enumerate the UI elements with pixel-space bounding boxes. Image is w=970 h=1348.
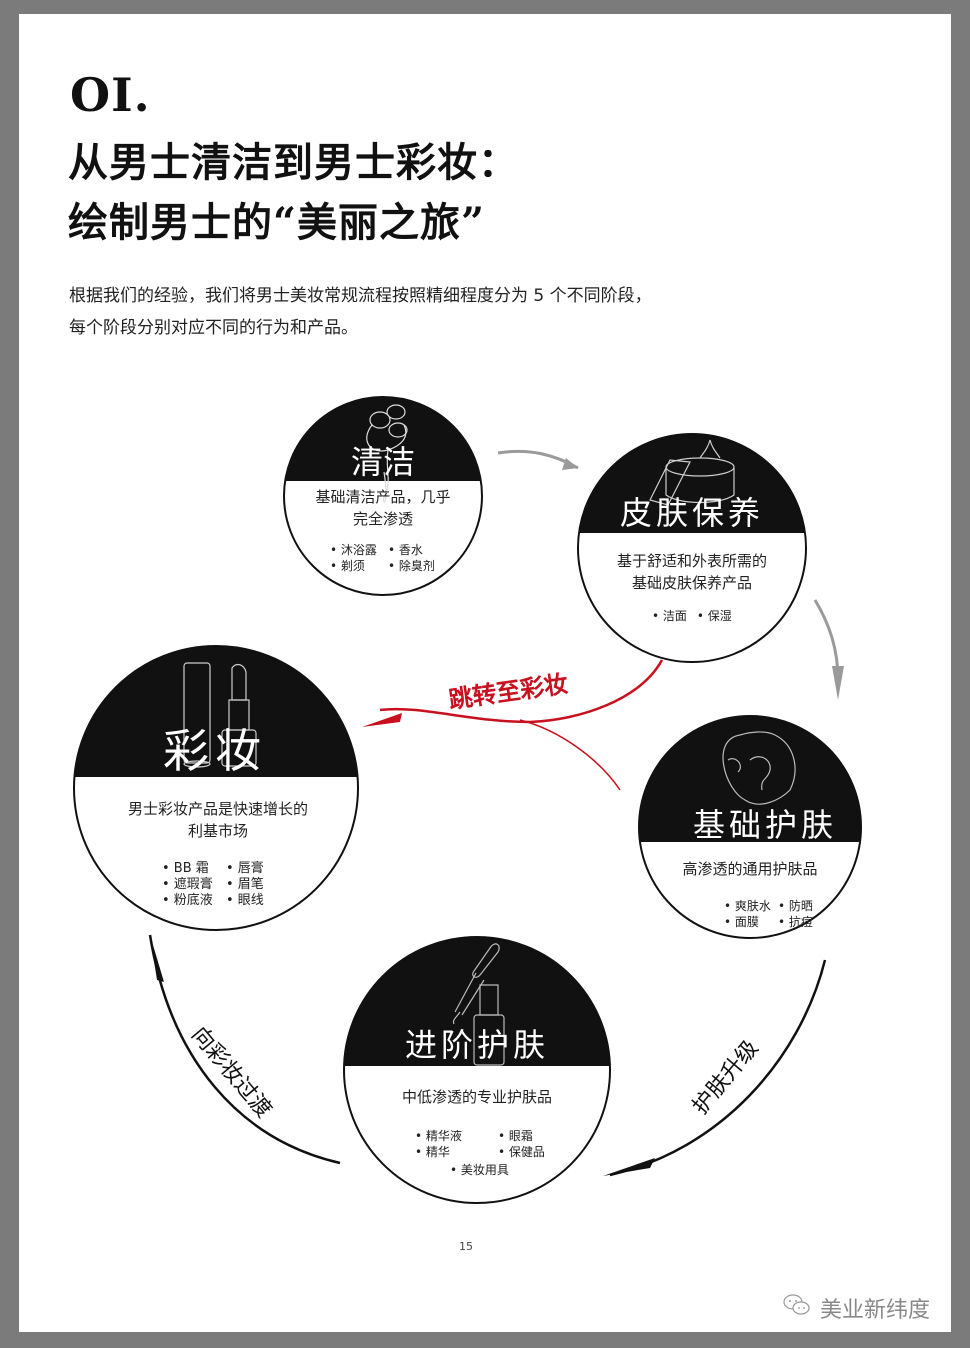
stage-bullets-basic-skincare-col2: • 防晒 • 抗痘 bbox=[778, 898, 813, 930]
arrow-basic-to-advanced bbox=[603, 959, 827, 1177]
stage-desc-makeup: 男士彩妆产品是快速增长的 利基市场 bbox=[106, 798, 330, 842]
intro-line2: 每个阶段分别对应不同的行为和产品。 bbox=[69, 318, 358, 338]
bullet-item: • 精华液 bbox=[415, 1129, 462, 1143]
wechat-icon bbox=[782, 1293, 812, 1323]
desc-line1: 男士彩妆产品是快速增长的 bbox=[127, 800, 308, 818]
desc-line1: 基于舒适和外表所需的 bbox=[616, 552, 767, 570]
bullet-item: • BB 霜 bbox=[162, 861, 209, 876]
dropper-bottle-icon bbox=[452, 943, 505, 1066]
stage-desc-cleansing: 基础清洁产品，几乎 完全渗透 bbox=[290, 486, 476, 530]
bullet-item: • 剃须 bbox=[330, 559, 365, 573]
desc-line1: 高渗透的通用护肤品 bbox=[682, 860, 818, 878]
watermark-text: 美业新纬度 bbox=[820, 1298, 931, 1323]
section-number: OI. bbox=[70, 68, 151, 122]
bullet-item: • 保湿 bbox=[696, 609, 732, 623]
stage-circle-skin-maintenance bbox=[577, 433, 807, 663]
lipstick-icon bbox=[183, 662, 257, 768]
desc-line2: 完全渗透 bbox=[352, 510, 413, 528]
arrow-maintenance-to-basic bbox=[813, 599, 844, 700]
stage-title-makeup: 彩妆 bbox=[163, 724, 267, 778]
desc-line1: 中低渗透的专业护肤品 bbox=[401, 1088, 552, 1106]
bullet-item: • 美妆用具 bbox=[450, 1163, 509, 1177]
bullet-item: • 眉笔 bbox=[226, 877, 264, 892]
stage-circle-makeup bbox=[73, 645, 359, 931]
page-title-line2: 绘制男士的“美丽之旅” bbox=[68, 199, 486, 246]
stage-bullets-cleansing: • 沐浴露 • 剃须 bbox=[330, 542, 377, 574]
stage-title-cleansing: 清洁 bbox=[350, 443, 415, 481]
stage-bullets-skin-maintenance: • 洁面 • 保湿 bbox=[652, 608, 732, 624]
bullet-item: • 保健品 bbox=[498, 1145, 545, 1159]
bullet-item: • 防晒 bbox=[778, 899, 813, 913]
face-mask-icon bbox=[722, 731, 796, 805]
shaver-icon bbox=[366, 404, 408, 503]
cream-jar-icon bbox=[649, 439, 735, 506]
bullet-item: • 沐浴露 bbox=[330, 543, 377, 557]
arrow-cleansing-to-maintenance bbox=[497, 449, 579, 470]
desc-line2: 基础皮肤保养产品 bbox=[631, 574, 752, 592]
bullet-item: • 唇膏 bbox=[226, 861, 264, 876]
bullet-item: • 眼线 bbox=[226, 893, 264, 908]
desc-line2: 利基市场 bbox=[187, 822, 248, 840]
stage-title-skin-maintenance: 皮肤保养 bbox=[619, 494, 764, 532]
intro-paragraph: 根据我们的经验，我们将男士美妆常规流程按照精细程度分为 5 个不同阶段， 每个阶… bbox=[69, 280, 652, 344]
bullet-item: • 精华 bbox=[415, 1145, 450, 1159]
stage-title-advanced-skincare: 进阶护肤 bbox=[404, 1026, 549, 1064]
stage-bullets-makeup: • BB 霜 • 遮瑕膏 • 粉底液 bbox=[162, 861, 213, 909]
bullet-item: • 面膜 bbox=[724, 915, 759, 929]
bullet-item: • 遮瑕膏 bbox=[162, 877, 213, 892]
arrow-skip-to-makeup bbox=[362, 659, 664, 791]
stage-title-basic-skincare: 基础护肤 bbox=[692, 806, 837, 844]
stage-bullets-makeup-col2: • 唇膏 • 眉笔 • 眼线 bbox=[226, 861, 264, 909]
bullet-item: • 抗痘 bbox=[778, 915, 813, 929]
stage-bullets-basic-skincare: • 爽肤水 • 面膜 bbox=[724, 898, 771, 930]
bullet-item: • 除臭剂 bbox=[388, 559, 435, 573]
bullet-item: • 洁面 bbox=[652, 609, 687, 623]
stage-bullets-advanced-skincare-col3: • 美妆用具 bbox=[450, 1162, 509, 1178]
stage-desc-advanced-skincare: 中低渗透的专业护肤品 bbox=[386, 1086, 568, 1108]
intro-line1: 根据我们的经验，我们将男士美妆常规流程按照精细程度分为 5 个不同阶段， bbox=[69, 286, 652, 306]
watermark: 美业新纬度 bbox=[782, 1292, 930, 1324]
stage-desc-basic-skincare: 高渗透的通用护肤品 bbox=[670, 858, 830, 880]
bullet-item: • 粉底液 bbox=[162, 893, 213, 908]
stage-circle-cleansing bbox=[283, 396, 483, 596]
page-number: 15 bbox=[459, 1240, 473, 1253]
stage-bullets-cleansing-col2: • 香水 • 除臭剂 bbox=[388, 542, 435, 574]
bullet-item: • 爽肤水 bbox=[724, 899, 771, 913]
stage-bullets-advanced-skincare: • 精华液 • 精华 bbox=[415, 1128, 462, 1160]
bullet-item: • 眼霜 bbox=[498, 1129, 533, 1143]
bullet-item: • 香水 bbox=[388, 543, 423, 557]
arrow-advanced-to-makeup bbox=[148, 934, 341, 1165]
page-title-line1: 从男士清洁到男士彩妆： bbox=[68, 139, 519, 186]
desc-line1: 基础清洁产品，几乎 bbox=[315, 488, 451, 506]
stage-desc-skin-maintenance: 基于舒适和外表所需的 基础皮肤保养产品 bbox=[590, 550, 794, 594]
stage-bullets-advanced-skincare-col2: • 眼霜 • 保健品 bbox=[498, 1128, 545, 1160]
